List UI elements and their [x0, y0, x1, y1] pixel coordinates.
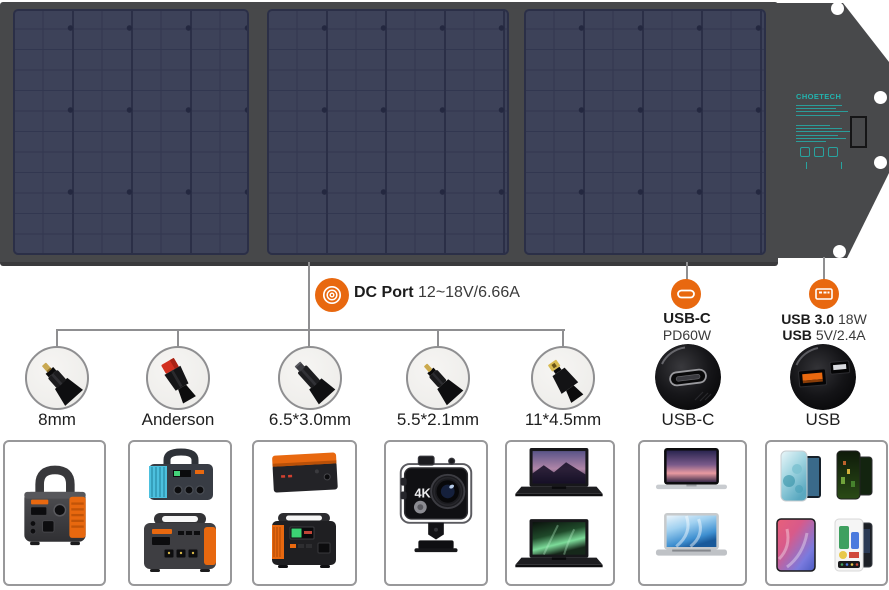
device-box-action-camera: 4K [384, 440, 488, 586]
laptops-image [515, 448, 603, 568]
usb-row2: USB 5V/2.4A [768, 327, 880, 343]
grommet-hole [831, 3, 844, 15]
connector-label-anderson: Anderson [141, 410, 215, 429]
connector-label-5521: 5.5*2.1mm [396, 410, 480, 429]
connector-photo-1145 [531, 346, 595, 410]
device-box-laptops [505, 440, 615, 586]
dc-5521-plug-icon [424, 363, 464, 406]
grommet-hole [874, 91, 887, 104]
usbc-spec: PD60W [662, 327, 712, 343]
connector-photo-6530 [278, 346, 342, 410]
solar-cell-panel-2 [267, 9, 509, 255]
usbc-output-label: USB-C PD60W [646, 310, 728, 344]
device-box-power-stations-3 [252, 440, 357, 586]
power-stations-image [144, 448, 216, 572]
usb-a-sockets-icon [790, 344, 856, 410]
stub-line-5 [308, 330, 310, 347]
anderson-plug-icon [161, 357, 196, 404]
connector-label-1145: 11*4.5mm [524, 410, 602, 429]
brand-logo: CHOETECH [796, 92, 842, 101]
stub-line-1 [56, 330, 58, 347]
device-box-phones [765, 440, 888, 586]
spec-print-block: CHOETECH [796, 92, 870, 169]
branch-line [56, 329, 565, 331]
dc-8mm-plug-icon [42, 362, 83, 406]
macbooks-image [655, 448, 728, 556]
phones-image [775, 450, 872, 572]
action-camera-image: 4K [399, 455, 473, 553]
usbc-port-badge [671, 279, 701, 309]
connector-photo-anderson [146, 346, 210, 410]
stub-line-4 [562, 330, 564, 347]
camera-4k-badge: 4K [414, 485, 431, 500]
dc-target-icon [322, 285, 342, 305]
usb-a-port-icon [815, 288, 833, 300]
stub-line-3 [437, 330, 439, 347]
serial-mark [806, 161, 842, 169]
usbc-name: USB-C [663, 310, 711, 327]
dc-1145-square-plug-icon [548, 359, 584, 403]
dc-port-name: DC Port [354, 284, 414, 301]
connector-label-6530: 6.5*3.0mm [268, 410, 352, 429]
usb-spec: 5V/2.4A [815, 327, 866, 343]
usb-port-badge [809, 279, 839, 309]
flap-cutout-window [850, 116, 867, 148]
connector-photo-usb [790, 344, 856, 410]
connector-label-usb: USB [805, 410, 841, 429]
usb-drop-line [823, 257, 825, 280]
grommet-hole [833, 245, 846, 258]
connector-photo-8mm [25, 346, 89, 410]
connector-photo-usbc [655, 344, 721, 410]
connector-label-usbc: USB-C [661, 410, 715, 429]
dc-port-label: DC Port 12~18V/6.66A [354, 284, 520, 302]
usb-c-socket-icon [655, 344, 721, 410]
dc-6530-plug-icon [294, 361, 336, 405]
usb-c-pill-icon [677, 289, 695, 299]
certification-marks [800, 146, 870, 157]
grommet-hole [874, 156, 887, 169]
power-stations-image-2 [272, 452, 338, 568]
solar-cell-panel-3 [524, 9, 766, 255]
device-box-macbooks [638, 440, 747, 586]
connector-label-8mm: 8mm [38, 410, 76, 429]
dc-port-spec: 12~18V/6.66A [418, 284, 520, 301]
usb-row1: USB 3.0 18W [768, 311, 880, 327]
usb-name: USB [782, 327, 812, 343]
usb3-spec: 18W [838, 311, 867, 327]
device-box-power-station [3, 440, 106, 586]
usb-output-label: USB 3.0 18W USB 5V/2.4A [768, 311, 880, 343]
power-station-image [23, 465, 86, 546]
usb3-name: USB 3.0 [781, 311, 835, 327]
stub-line-2 [177, 330, 179, 347]
connector-photo-5521 [406, 346, 470, 410]
solar-cell-panel-1 [13, 9, 249, 255]
dc-port-badge [315, 278, 349, 312]
panel-back-flap: CHOETECH [770, 3, 889, 258]
device-box-power-stations-2 [128, 440, 232, 586]
usbc-drop-line [686, 262, 688, 280]
dc-drop-line [308, 262, 310, 330]
